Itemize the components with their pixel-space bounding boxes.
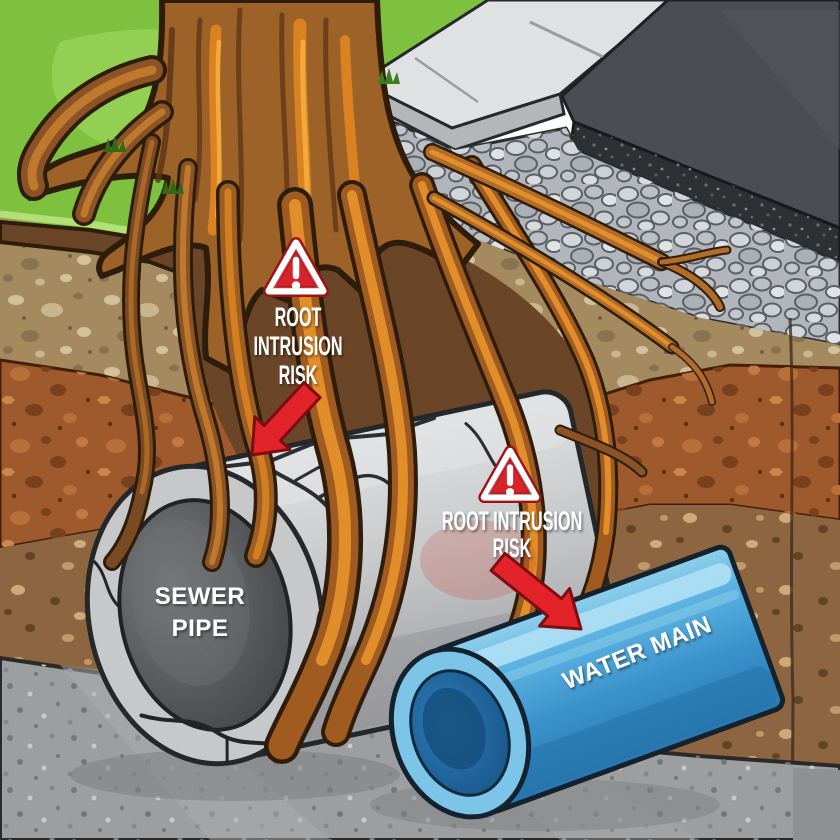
- water-main-pipe: [388, 544, 786, 820]
- sewer-label-line2: PIPE: [172, 615, 229, 642]
- root: [426, 190, 716, 406]
- root: [216, 180, 278, 568]
- sewer-pipe-shadow: [70, 749, 400, 801]
- warning-triangle-icon: [263, 237, 329, 297]
- arrow-icon: [489, 551, 583, 631]
- soil-crack-line: [788, 317, 795, 840]
- sewer-pipe-label: SEWER PIPE: [155, 583, 246, 642]
- root: [423, 143, 732, 312]
- warning-water-line1: ROOT INTRUSION: [442, 506, 582, 536]
- warning-water: ROOT INTRUSION RISK: [420, 445, 583, 631]
- asphalt-road: [560, 0, 840, 266]
- warning-sewer: ROOT INTRUSION RISK: [250, 237, 343, 457]
- warning-sewer-text: ROOT INTRUSION RISK: [253, 302, 342, 390]
- root: [172, 158, 230, 572]
- root: [17, 55, 167, 201]
- warning-triangle-icon: [478, 445, 542, 504]
- warning-sewer-line1: ROOT: [275, 302, 322, 332]
- warning-sewer-line3: RISK: [279, 360, 318, 390]
- root: [72, 100, 174, 226]
- root: [554, 424, 648, 478]
- root: [103, 133, 161, 571]
- grass-tufts: [104, 68, 400, 194]
- sidewalk-seam: [529, 20, 615, 64]
- warning-sewer-line2: INTRUSION: [253, 331, 342, 361]
- root: [321, 180, 418, 747]
- sewer-label-line1: SEWER: [155, 583, 246, 610]
- sidewalk-seam: [414, 56, 479, 104]
- arrow-icon: [250, 381, 322, 457]
